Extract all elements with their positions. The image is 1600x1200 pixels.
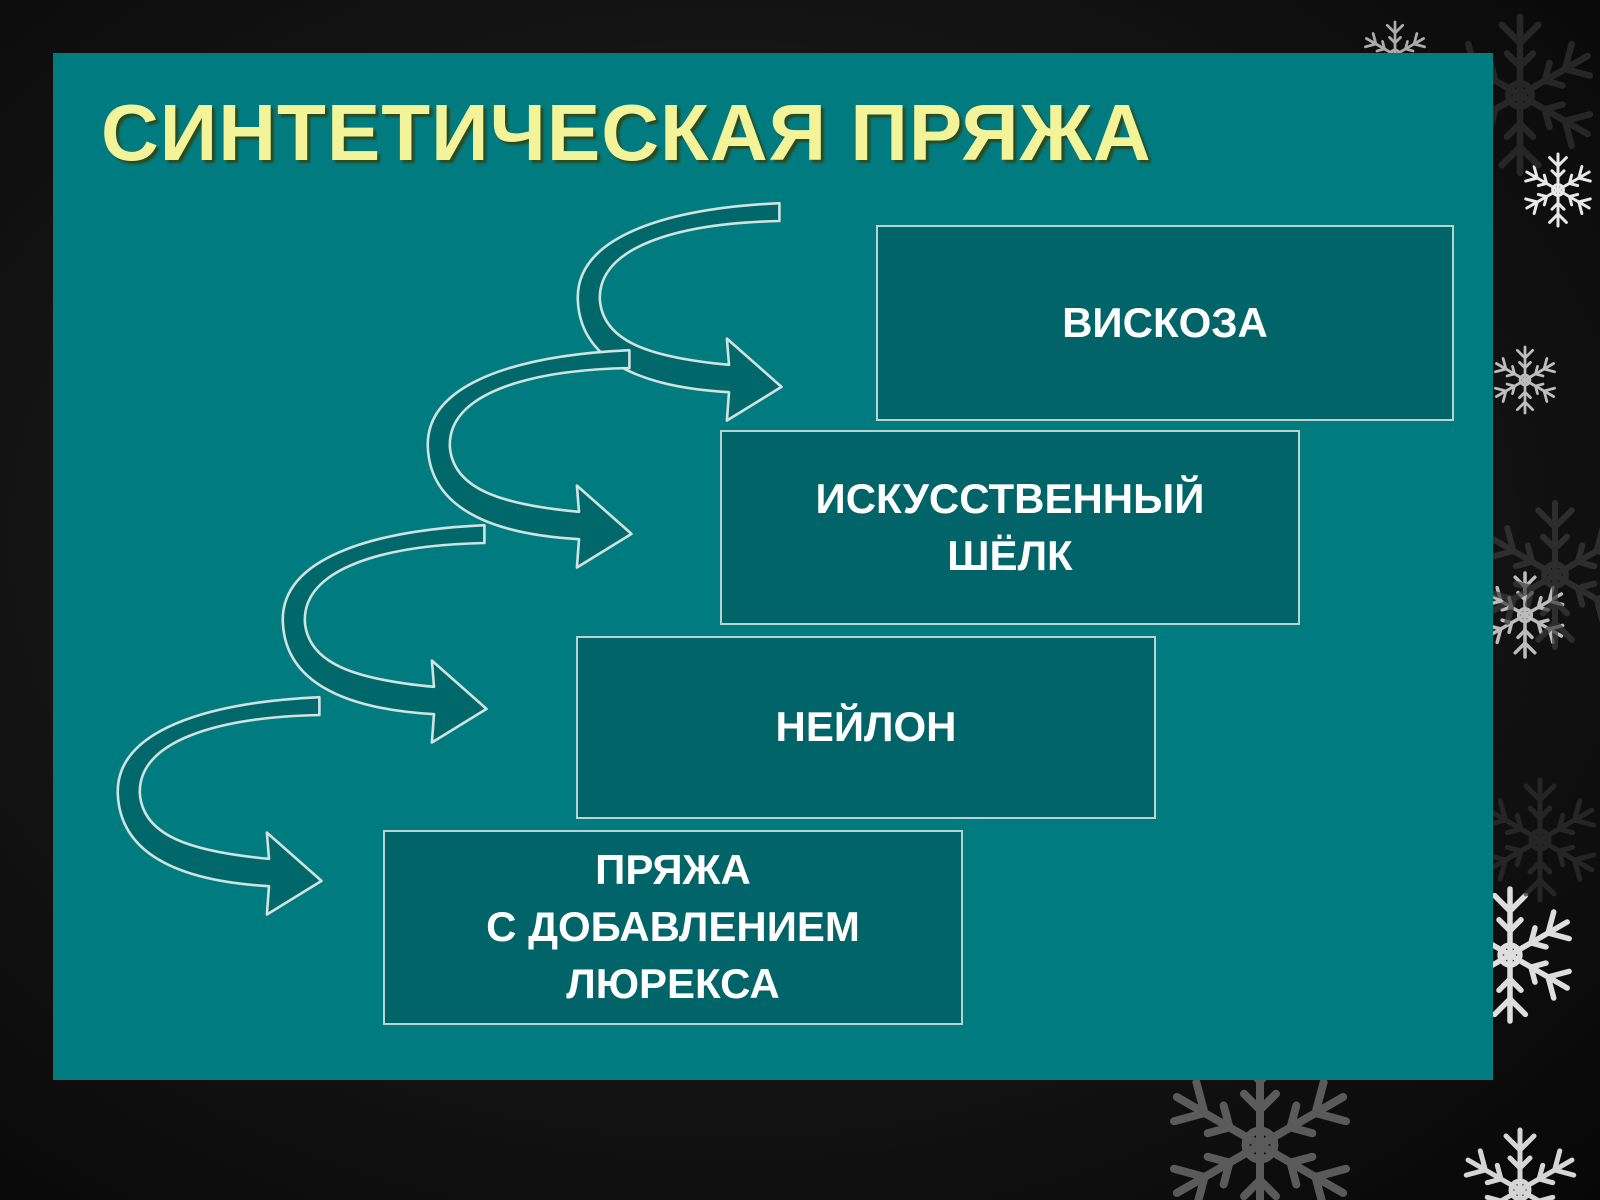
curved-arrow-icon xyxy=(281,523,488,744)
curved-arrow-icon xyxy=(426,348,633,569)
snowflake-icon xyxy=(1487,499,1600,651)
box-viscose: ВИСКОЗА xyxy=(876,225,1454,421)
curved-arrow-icon xyxy=(116,695,323,916)
snowflake-icon xyxy=(1483,777,1597,903)
curved-arrows xyxy=(116,201,783,916)
box-label: ВИСКОЗА xyxy=(1062,298,1268,346)
box-label: НЕЙЛОН xyxy=(775,703,957,751)
slide-title: СИНТЕТИЧЕСКАЯ ПРЯЖА xyxy=(101,88,1152,177)
box-label: ПРЯЖА С ДОБАВЛЕНИЕМ ЛЮРЕКСА xyxy=(486,846,860,1007)
box-nylon: НЕЙЛОН xyxy=(576,636,1156,819)
snowflake-icon xyxy=(1169,1044,1351,1200)
snowflake-icon xyxy=(1524,152,1592,228)
snowflake-icon xyxy=(1494,345,1556,415)
snowflake-icon xyxy=(1463,1127,1577,1200)
box-label: ИСКУССТВЕННЫЙ ШЁЛК xyxy=(815,474,1205,579)
slide: СИНТЕТИЧЕСКАЯ ПРЯЖА ВИСКОЗА ИСКУССТВЕННЫ… xyxy=(53,53,1493,1080)
curved-arrow-icon xyxy=(576,201,783,422)
box-lurex-yarn: ПРЯЖА С ДОБАВЛЕНИЕМ ЛЮРЕКСА xyxy=(383,830,963,1025)
box-artificial-silk: ИСКУССТВЕННЫЙ ШЁЛК xyxy=(720,430,1300,625)
